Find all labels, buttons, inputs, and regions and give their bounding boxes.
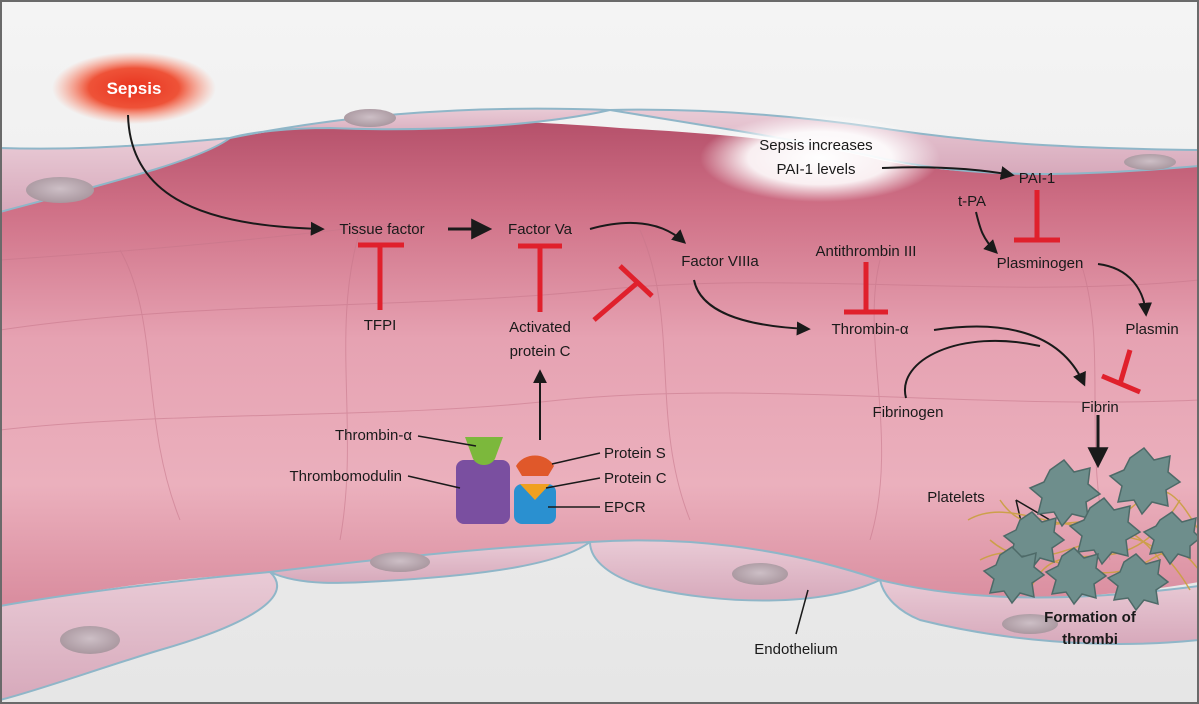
thrombi-label-line-2: thrombi xyxy=(1062,631,1118,648)
cell-nucleus xyxy=(732,563,788,585)
sepsis-note-line-1: Sepsis increases xyxy=(759,137,872,154)
tfpi-label: TFPI xyxy=(364,317,397,334)
cell-nucleus xyxy=(370,552,430,572)
tpa-label: t-PA xyxy=(958,193,986,210)
platelets-label: Platelets xyxy=(927,489,985,506)
thrombomodulin-label: Thrombomodulin xyxy=(289,468,402,485)
plasminogen-label: Plasminogen xyxy=(997,255,1084,272)
factor-viiia-label: Factor VIIIa xyxy=(681,253,759,270)
activated-protein-c-line-1: Activated xyxy=(509,319,571,336)
thrombi-label-line-1: Formation of xyxy=(1044,609,1137,626)
endothelium-label: Endothelium xyxy=(754,641,837,658)
fibrinogen-label: Fibrinogen xyxy=(873,404,944,421)
protein-s-label: Protein S xyxy=(604,445,666,462)
fibrin-label: Fibrin xyxy=(1081,399,1119,416)
thrombin-alpha-label: Thrombin-α xyxy=(831,321,908,338)
sepsis-note-line-2: PAI-1 levels xyxy=(777,161,856,178)
protein-c-receptor xyxy=(514,456,556,525)
thrombomodulin-block xyxy=(456,460,510,524)
epcr-label: EPCR xyxy=(604,499,646,516)
cell-nucleus xyxy=(1124,154,1176,170)
sepsis-note-glow xyxy=(700,114,940,202)
factor-va-label: Factor Va xyxy=(508,221,573,238)
plasmin-label: Plasmin xyxy=(1125,321,1178,338)
receptor-thrombin-alpha-label: Thrombin-α xyxy=(335,427,412,444)
sepsis-label: Sepsis xyxy=(107,79,162,98)
cell-nucleus xyxy=(60,626,120,654)
cell-nucleus xyxy=(344,109,396,127)
tissue-factor-label: Tissue factor xyxy=(339,221,424,238)
protein-c-label: Protein C xyxy=(604,470,667,487)
antithrombin-iii-label: Antithrombin III xyxy=(816,243,917,260)
cell-nucleus xyxy=(26,177,94,203)
activated-protein-c-line-2: protein C xyxy=(510,343,571,360)
pai1-label: PAI-1 xyxy=(1019,170,1055,187)
